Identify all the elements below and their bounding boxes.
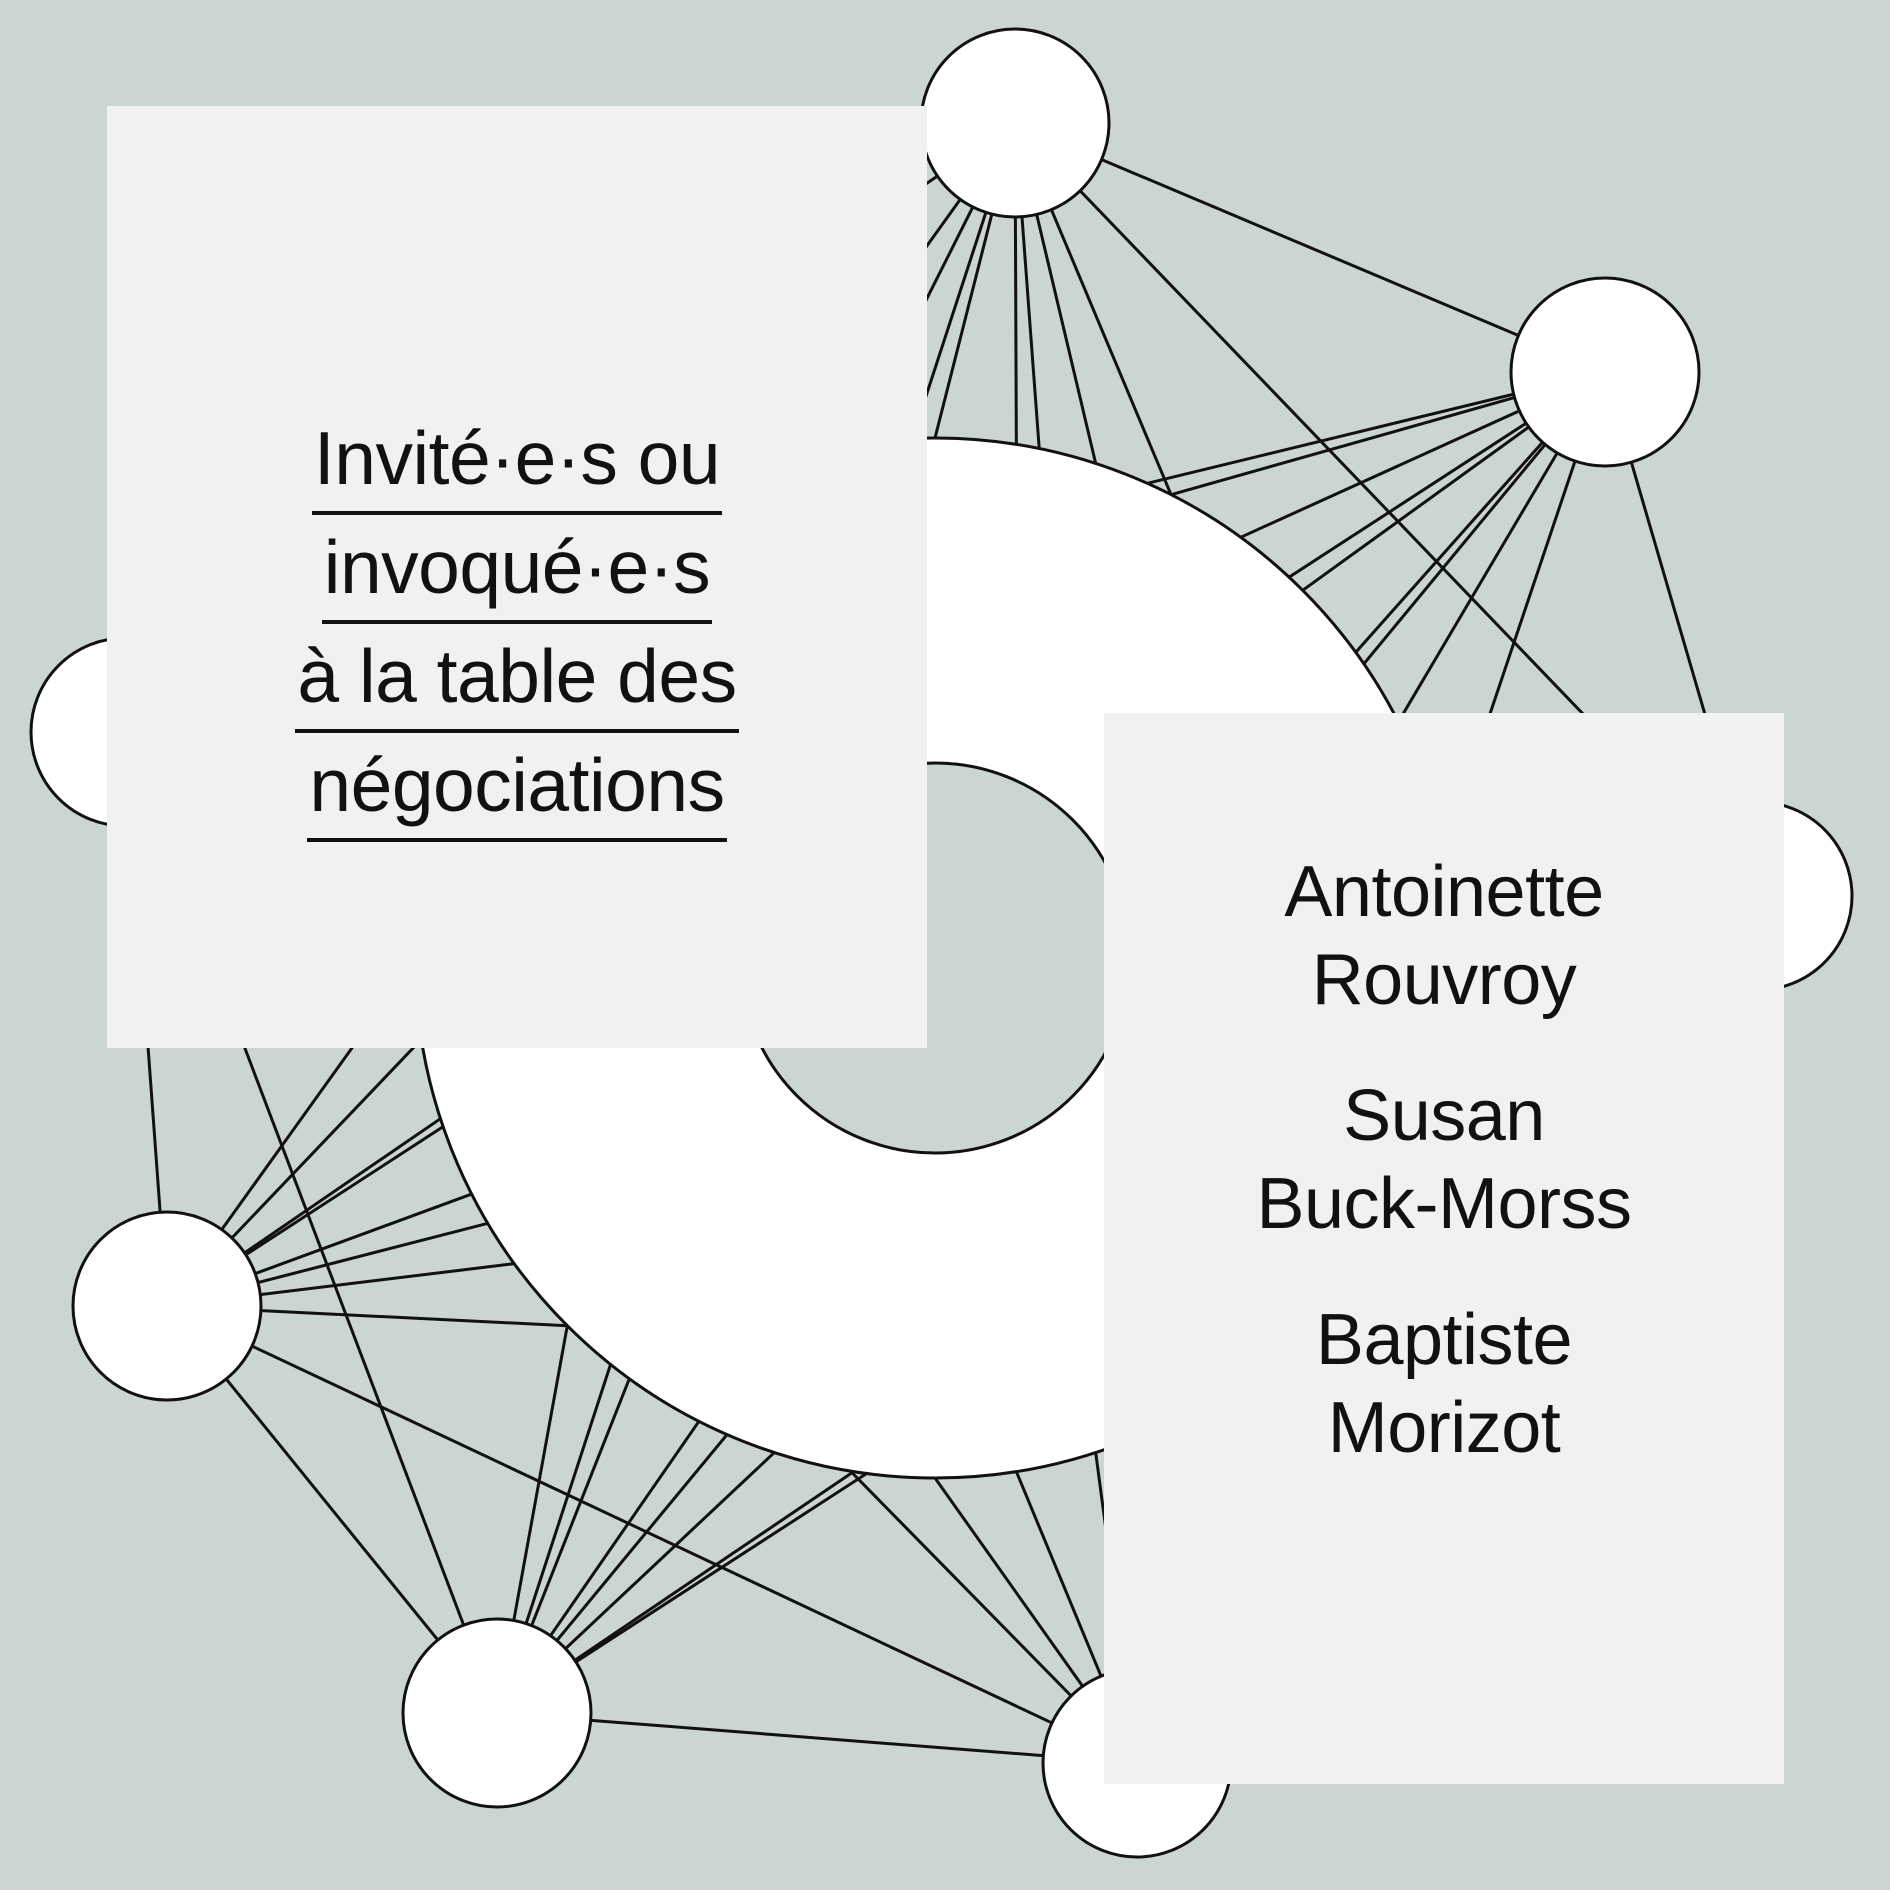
- names-list: Antoinette Rouvroy Susan Buck-Morss Bapt…: [1104, 848, 1784, 1520]
- first-name: Antoinette: [1284, 852, 1604, 932]
- connection-line: [496, 1711, 1138, 1765]
- circle-node: [71, 1210, 263, 1402]
- title-line: négociations: [307, 733, 727, 842]
- last-name: Buck-Morss: [1256, 1164, 1632, 1244]
- connection-line: [166, 1304, 1138, 1765]
- last-name: Morizot: [1327, 1388, 1561, 1468]
- circle-node: [1509, 276, 1701, 468]
- first-name: Susan: [1343, 1076, 1545, 1156]
- person-name: Susan Buck-Morss: [1104, 1072, 1784, 1248]
- circle-node: [401, 1617, 593, 1809]
- last-name: Rouvroy: [1311, 940, 1577, 1020]
- title-line: Invité·e·s ou: [311, 406, 723, 515]
- title-line: invoqué·e·s: [321, 515, 713, 624]
- first-name: Baptiste: [1315, 1300, 1573, 1380]
- title: Invité·e·s ou invoqué·e·s à la table des…: [107, 406, 927, 842]
- title-line: à la table des: [295, 624, 739, 733]
- person-name: Antoinette Rouvroy: [1104, 848, 1784, 1024]
- circle-node: [919, 27, 1111, 219]
- connection-line: [1014, 121, 1606, 374]
- title-panel: Invité·e·s ou invoqué·e·s à la table des…: [107, 106, 927, 1048]
- names-panel: Antoinette Rouvroy Susan Buck-Morss Bapt…: [1104, 713, 1784, 1784]
- person-name: Baptiste Morizot: [1104, 1296, 1784, 1472]
